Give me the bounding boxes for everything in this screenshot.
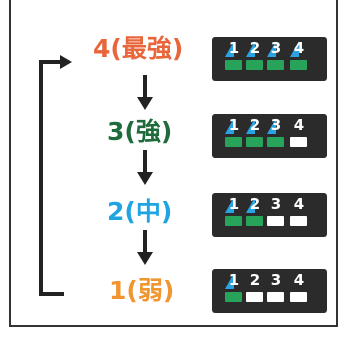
switch-4-digit: 4 xyxy=(293,271,305,289)
loop-arrow-head xyxy=(60,55,72,69)
switch-2-digit: 2 xyxy=(249,39,261,57)
switch-1-on xyxy=(225,60,242,70)
switch-3-digit: 3 xyxy=(270,271,282,289)
switch-2-on xyxy=(246,60,263,70)
switch-4-digit: 4 xyxy=(293,39,305,57)
switch-2-on xyxy=(246,137,263,147)
switch-2-off xyxy=(246,292,263,302)
frame-bottom-border xyxy=(9,325,338,327)
switch-3-blue-mark xyxy=(267,118,276,134)
level-4-label: 4(最強) xyxy=(93,34,184,63)
down-arrow-1-head xyxy=(137,97,153,110)
switch-4-off xyxy=(290,216,307,226)
switch-2-blue-mark xyxy=(246,41,255,57)
level-3-label: 3(強) xyxy=(107,117,173,146)
switch-2-digit: 2 xyxy=(249,271,261,289)
switch-1-digit: 1 xyxy=(228,271,240,289)
switch-2-on xyxy=(246,216,263,226)
switch-3-off xyxy=(267,292,284,302)
down-arrow-2-head xyxy=(137,172,153,185)
switch-4-on xyxy=(290,60,307,70)
level-2-label: 2(中) xyxy=(107,197,173,226)
switch-3-blue-mark xyxy=(267,41,276,57)
switch-4-digit: 4 xyxy=(293,116,305,134)
switch-3-digit: 3 xyxy=(270,39,282,57)
switch-2-blue-mark xyxy=(246,118,255,134)
switch-4-off xyxy=(290,292,307,302)
switch-3-off xyxy=(267,216,284,226)
switch-4-off xyxy=(290,137,307,147)
switch-1-digit: 1 xyxy=(228,195,240,213)
switch-4-digit: 4 xyxy=(293,195,305,213)
switch-1-blue-mark xyxy=(225,273,234,289)
down-arrow-3-head xyxy=(137,252,153,265)
switch-3-digit: 3 xyxy=(270,195,282,213)
level-1-label: 1(弱) xyxy=(109,276,175,305)
switch-1-digit: 1 xyxy=(228,116,240,134)
switch-1-blue-mark xyxy=(225,41,234,57)
switch-1-digit: 1 xyxy=(228,39,240,57)
frame-left-border xyxy=(9,0,11,327)
switch-2-digit: 2 xyxy=(249,116,261,134)
switch-1-blue-mark xyxy=(225,118,234,134)
switch-1-on xyxy=(225,216,242,226)
switch-3-on xyxy=(267,60,284,70)
switch-2-blue-mark xyxy=(246,197,255,213)
switch-1-on xyxy=(225,292,242,302)
switch-3-on xyxy=(267,137,284,147)
switch-1-blue-mark xyxy=(225,197,234,213)
switch-1-on xyxy=(225,137,242,147)
switch-3-digit: 3 xyxy=(270,116,282,134)
switch-2-digit: 2 xyxy=(249,195,261,213)
switch-4-blue-mark xyxy=(290,41,299,57)
loop-arrow-line xyxy=(39,60,64,296)
frame-right-border xyxy=(336,0,338,327)
